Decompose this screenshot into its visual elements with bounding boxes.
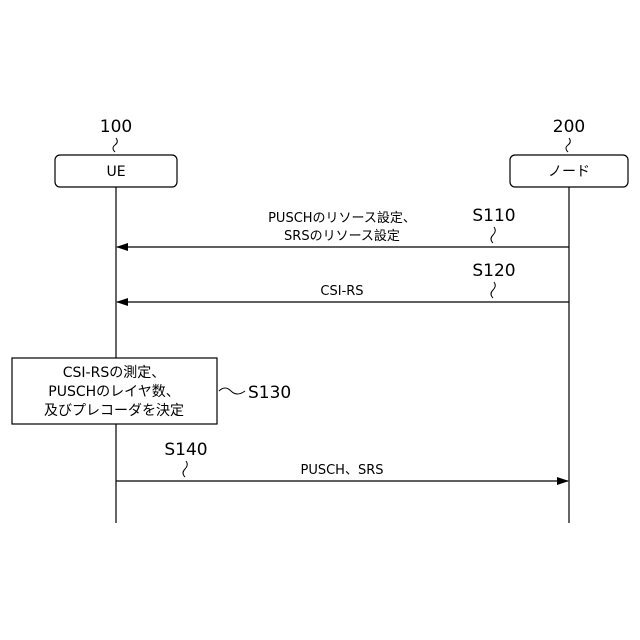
process-s130-line3: 及びプレコーダを決定 <box>44 403 184 419</box>
message-s110-label-line2: SRSのリソース設定 <box>284 228 400 244</box>
message-s140-leader <box>183 461 187 477</box>
message-s120-step: S120 <box>472 261 515 281</box>
message-s140-step: S140 <box>164 440 207 460</box>
message-s140-label: PUSCH、SRS <box>301 463 384 478</box>
process-s130: CSI-RSの測定、 PUSCHのレイヤ数、 及びプレコーダを決定 S130 <box>12 358 291 424</box>
message-s120-label: CSI-RS <box>320 284 363 299</box>
process-s130-line1: CSI-RSの測定、 <box>63 365 165 381</box>
message-s120: CSI-RS S120 <box>117 261 569 302</box>
message-s140: S140 PUSCH、SRS <box>116 440 568 481</box>
entity-ue-ref-leader <box>113 138 117 152</box>
message-s120-leader <box>491 282 495 298</box>
message-s110-leader <box>491 227 495 243</box>
entity-node-label: ノード <box>548 164 590 180</box>
entity-node-ref: 200 <box>553 117 585 137</box>
entity-ue: 100 UE <box>55 117 177 523</box>
entity-node: 200 ノード <box>510 117 628 523</box>
message-s110-label-line1: PUSCHのリソース設定、 <box>268 210 416 226</box>
process-s130-leader <box>219 388 245 394</box>
message-s110: PUSCHのリソース設定、 SRSのリソース設定 S110 <box>117 206 569 247</box>
process-s130-line2: PUSCHのレイヤ数、 <box>48 384 179 400</box>
entity-ue-label: UE <box>106 164 125 180</box>
entity-ue-ref: 100 <box>100 117 132 137</box>
message-s110-step: S110 <box>472 206 515 226</box>
entity-node-ref-leader <box>566 138 570 152</box>
process-s130-step: S130 <box>248 383 291 403</box>
